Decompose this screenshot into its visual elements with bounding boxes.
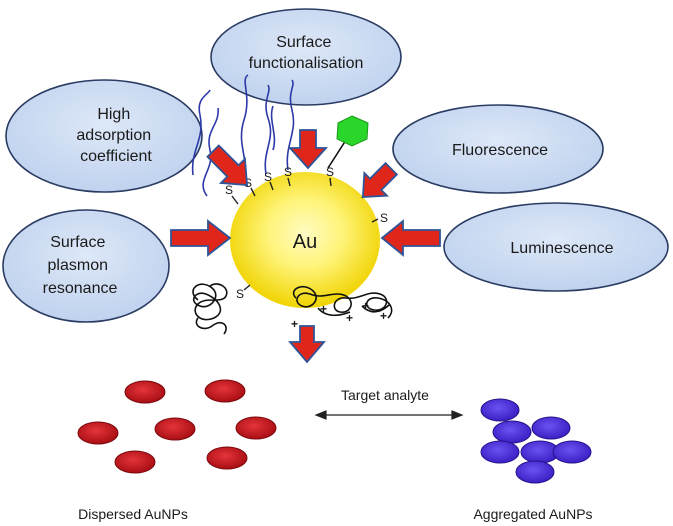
s-label: S (225, 183, 233, 197)
ellipse-high-adsorption: High adsorption coefficient (5, 79, 203, 193)
plus-label: + (291, 317, 298, 331)
gold-nanoparticle (230, 172, 380, 308)
dispersed-particle (124, 380, 166, 404)
arrow-diagonal-topleft (206, 144, 249, 187)
label-surface-functionalisation-line1: Surface (276, 34, 331, 51)
plus-label: + (380, 309, 387, 323)
label-luminescence: Luminescence (510, 240, 613, 257)
polymer-coils (192, 283, 393, 335)
label-high-adsorption-line3: coefficient (80, 148, 152, 165)
arrow-left-right (380, 219, 441, 257)
arrow-down-top (287, 129, 329, 170)
ligand-chains (191, 74, 347, 197)
svg-text:Luminescence: Luminescence (510, 240, 613, 257)
dispersed-particle (235, 416, 277, 440)
ellipse-fluorescence: Fluorescence (392, 104, 604, 194)
plus-label: + (346, 311, 353, 325)
svg-text:Fluorescence: Fluorescence (452, 142, 548, 159)
aggregated-label: Aggregated AuNPs (473, 506, 592, 522)
label-high-adsorption-line2: adsorption (76, 127, 151, 144)
svg-text:Surface functionalisatio: Surface functionalisation (249, 34, 364, 72)
label-surface-plasmon-line1: Surface (50, 234, 105, 251)
target-analyte-arrow (314, 410, 464, 420)
target-analyte-label: Target analyte (341, 387, 429, 403)
plus-label: + (320, 302, 327, 316)
dispersed-particles (77, 379, 277, 474)
au-label: Au (293, 231, 317, 253)
arrow-diagonal-topright (361, 161, 399, 199)
hexagon-molecule (336, 115, 369, 147)
property-arrows (170, 129, 441, 364)
aggregated-particle (531, 416, 571, 440)
svg-text:High adsorption co: High adsorption coefficient (76, 106, 155, 165)
label-surface-plasmon-line3: resonance (43, 280, 118, 297)
aggregated-particle (515, 460, 555, 484)
ellipse-surface-plasmon: Surface plasmon resonance (2, 209, 170, 323)
s-label: S (244, 176, 252, 190)
aggregated-particle (480, 398, 520, 422)
s-label: S (236, 287, 244, 301)
dispersed-label: Dispersed AuNPs (78, 506, 188, 522)
dispersed-particle (114, 450, 156, 474)
s-label: S (264, 170, 272, 184)
ellipse-surface-functionalisation: Surface functionalisation (210, 8, 402, 106)
dispersed-particle (154, 417, 196, 441)
aggregated-particle (492, 420, 532, 444)
charge-labels: + + + + + (291, 299, 387, 331)
s-label: S (326, 165, 334, 179)
dispersed-particle (206, 446, 248, 470)
label-surface-plasmon-line2: plasmon (48, 257, 108, 274)
dispersed-particle (204, 379, 246, 403)
arrow-right-left (170, 219, 232, 257)
aggregated-particles (480, 398, 592, 484)
s-label: S (284, 165, 292, 179)
svg-text:Surface plasmon re: Surface plasmon resonance (43, 234, 118, 297)
dispersed-particle (77, 421, 119, 445)
aggregated-particle (552, 440, 592, 464)
ellipse-luminescence: Luminescence (443, 202, 669, 292)
label-surface-functionalisation-line2: functionalisation (249, 55, 364, 72)
label-fluorescence: Fluorescence (452, 142, 548, 159)
label-high-adsorption-line1: High (97, 106, 130, 123)
aggregated-particle (480, 440, 520, 464)
plus-label: + (362, 299, 369, 313)
arrow-down-bottom (288, 325, 326, 364)
s-label: S (380, 211, 388, 225)
